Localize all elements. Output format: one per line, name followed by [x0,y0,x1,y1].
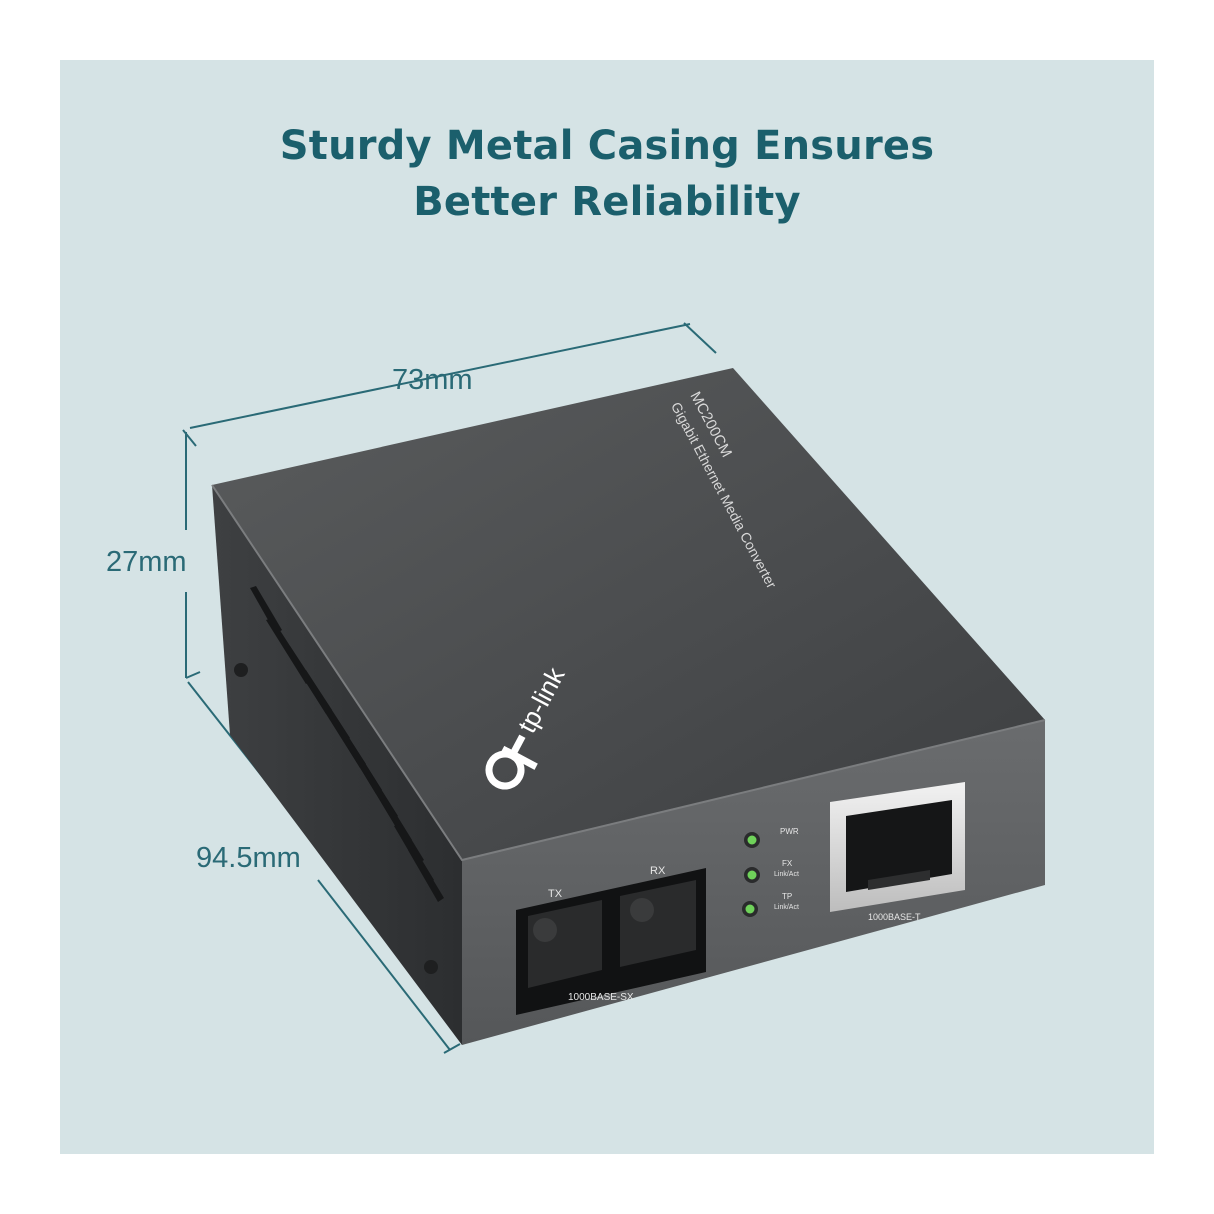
media-converter: MC200CM Gigabit Ethernet Media Converter… [211,368,1046,1045]
fiber-port-label: 1000BASE-SX [568,992,634,1003]
fiber-port[interactable] [516,868,706,1015]
status-leds [742,832,760,917]
tp-led-icon [745,904,755,914]
width-dimension-line [189,323,691,429]
screw-icon [424,960,438,974]
fx-link-act-label: Link/Act [774,871,799,878]
fx-led-icon [747,870,757,880]
width-dimension-label: 73mm [392,364,473,396]
headline-line-1: Sturdy Metal Casing Ensures [279,123,935,169]
tp-label: TP [782,892,792,901]
rj45-port[interactable] [830,782,965,912]
headline: Sturdy Metal Casing Ensures Better Relia… [0,118,1214,230]
rx-label: RX [650,865,666,877]
side-vents [250,586,444,902]
rj45-port-label: 1000BASE-T [868,912,921,922]
tp-link-act-label: Link/Act [774,904,799,911]
screw-icon [234,663,248,677]
height-dimension-label: 27mm [106,546,187,578]
depth-dimension-label: 94.5mm [196,842,301,874]
device-top [212,368,1045,860]
fx-label: FX [782,859,793,868]
pwr-led-icon [747,835,757,845]
tx-label: TX [548,888,563,900]
pwr-label: PWR [780,827,799,836]
depth-dimension-line-lower [317,879,451,1051]
headline-line-2: Better Reliability [413,179,801,225]
